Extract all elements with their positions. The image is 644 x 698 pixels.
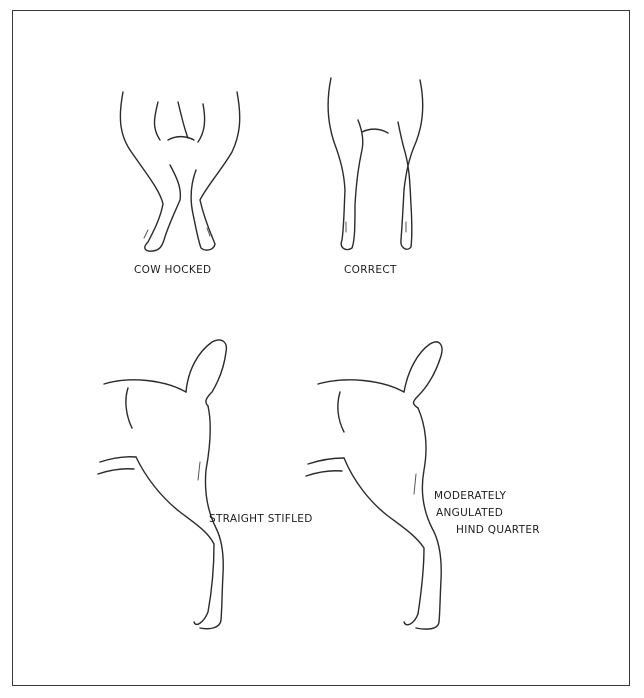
moderately-angulated-label: MODERATELY ANGULATED HIND QUARTER bbox=[434, 488, 540, 539]
cow-hocked-drawing bbox=[120, 92, 239, 251]
moderately-angulated-line-1: MODERATELY bbox=[434, 488, 540, 505]
moderately-angulated-drawing bbox=[306, 342, 442, 629]
correct-drawing bbox=[328, 78, 423, 250]
moderately-angulated-line-2: ANGULATED bbox=[436, 505, 540, 522]
straight-stifled-label: STRAIGHT STIFLED bbox=[209, 512, 313, 527]
correct-label: CORRECT bbox=[344, 263, 397, 278]
moderately-angulated-line-3: HIND QUARTER bbox=[456, 522, 540, 539]
straight-stifled-drawing bbox=[98, 340, 226, 629]
cow-hocked-label: COW HOCKED bbox=[134, 263, 211, 278]
